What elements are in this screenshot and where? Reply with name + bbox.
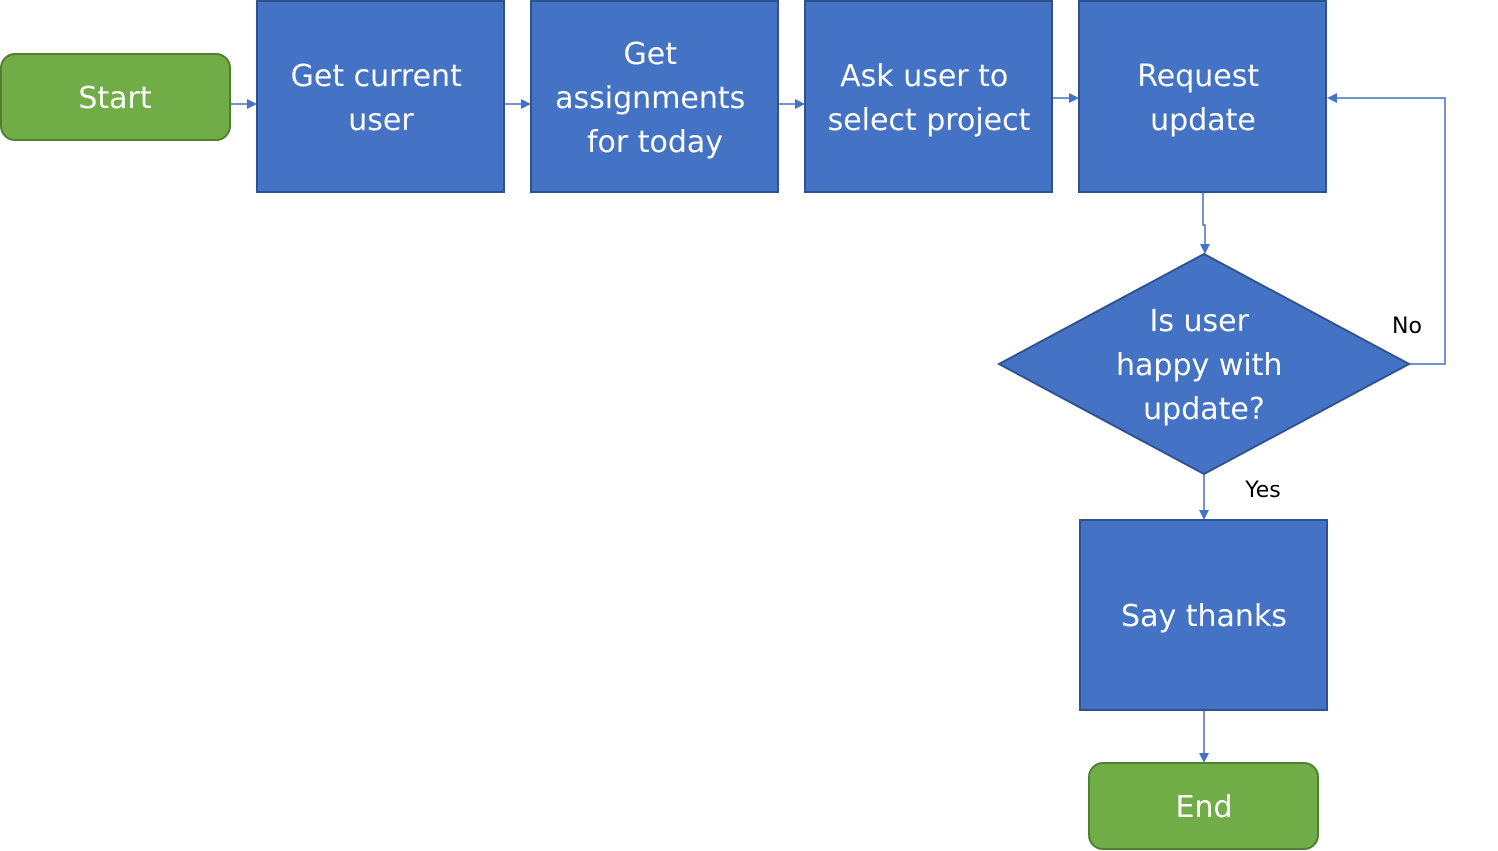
edge-label-yes: Yes — [1244, 478, 1281, 503]
node-get-assignments: Get assignments for today — [530, 0, 779, 193]
svg-text:Request update: Request update — [1137, 59, 1268, 138]
svg-text:Start: Start — [78, 81, 152, 116]
svg-text:Get current user: Get current user — [291, 59, 472, 138]
node-get-current-user-line-2: user — [348, 103, 414, 138]
edge-start-to-get-current-user — [231, 99, 257, 109]
node-request-update-line-2: update — [1150, 103, 1256, 138]
svg-text:Is user happy with: Is user happy with update? — [1116, 304, 1292, 427]
node-say-thanks-line-1: Say thanks — [1121, 599, 1287, 634]
node-start-line-1: Start — [78, 81, 152, 116]
node-start: Start — [0, 53, 231, 141]
edge-request-update-to-decision — [1200, 193, 1210, 254]
node-say-thanks: Say thanks — [1079, 519, 1328, 711]
node-end-line-1: End — [1175, 790, 1232, 825]
edge-get-current-user-to-get-assignments — [505, 99, 531, 109]
node-is-user-happy-line-1: Is user — [1150, 304, 1250, 339]
edge-decision-yes-to-say-thanks — [1199, 474, 1209, 520]
svg-text:End: End — [1175, 790, 1232, 825]
node-request-update: Request update — [1078, 0, 1327, 193]
svg-text:Ask user to select proje: Ask user to select project — [828, 59, 1031, 138]
edge-get-assignments-to-ask-user — [779, 99, 805, 109]
svg-text:Get assignments fo: Get assignments for today — [555, 37, 755, 160]
connectors — [231, 93, 1446, 763]
node-get-assignments-line-1: Get — [623, 37, 677, 72]
node-ask-user-line-2: select project — [828, 103, 1031, 138]
edge-ask-user-to-request-update — [1053, 93, 1079, 103]
edge-say-thanks-to-end — [1199, 711, 1209, 763]
node-request-update-line-1: Request — [1137, 59, 1259, 94]
node-is-user-happy: Is user happy with update? — [996, 252, 1412, 476]
svg-text:Say thanks: Say thanks — [1121, 599, 1287, 634]
node-is-user-happy-line-2: happy with — [1116, 348, 1282, 383]
node-end: End — [1088, 762, 1319, 850]
node-ask-user: Ask user to select project — [804, 0, 1053, 193]
node-get-assignments-line-2: assignments — [555, 81, 745, 116]
node-get-current-user: Get current user — [256, 0, 505, 193]
node-get-current-user-line-1: Get current — [291, 59, 462, 94]
node-is-user-happy-line-3: update? — [1143, 392, 1265, 427]
edge-label-no: No — [1392, 314, 1422, 339]
node-get-assignments-line-3: for today — [587, 125, 723, 160]
edge-decision-no-to-request-update — [1327, 93, 1446, 365]
node-ask-user-line-1: Ask user to — [840, 59, 1008, 94]
